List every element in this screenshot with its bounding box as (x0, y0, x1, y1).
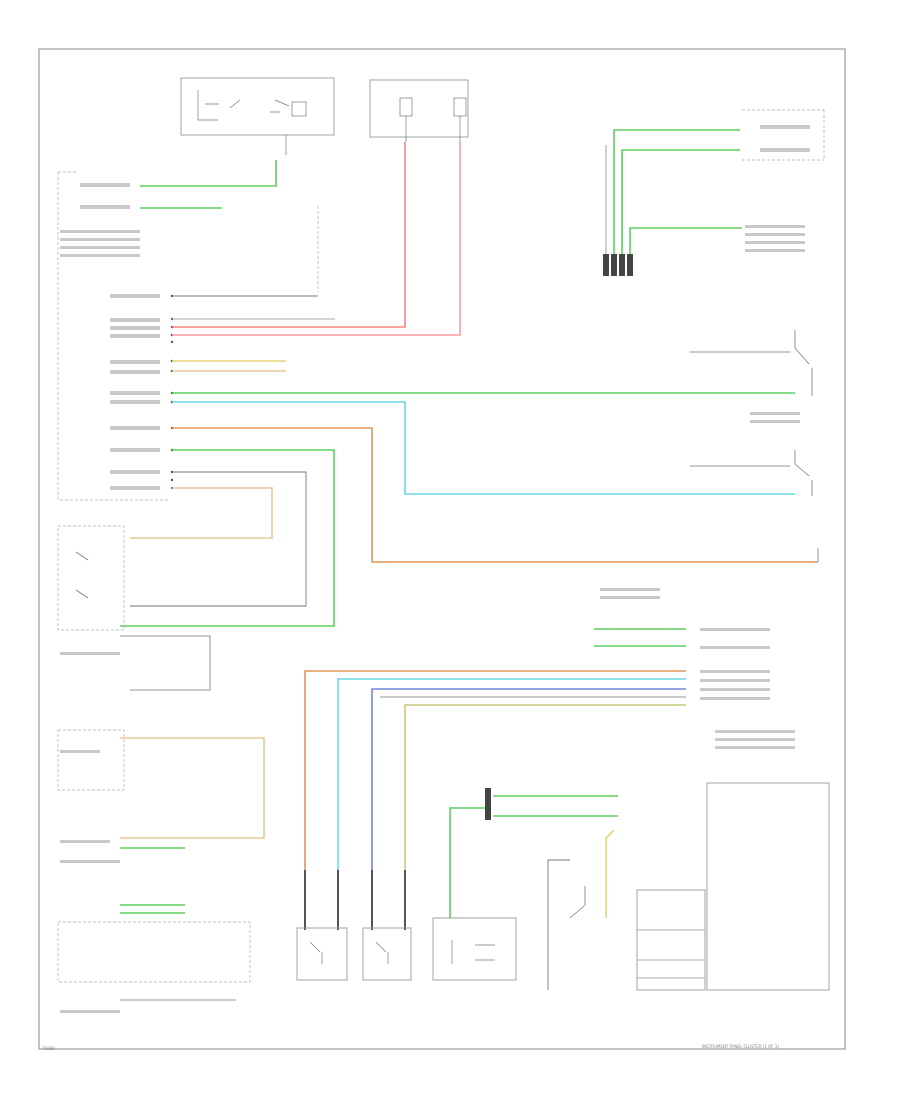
cluster-outline (57, 171, 170, 501)
switch-box-parking (432, 917, 517, 981)
fuse-left-internals (197, 90, 307, 121)
tr-box (742, 109, 825, 161)
wire-green-tr-1 (613, 129, 740, 272)
left-switch-1 (75, 551, 89, 599)
fuse-block-left (180, 77, 335, 136)
wire-green-top-1 (140, 160, 277, 187)
wire-green-tr-2 (621, 149, 740, 272)
left-dashed-box-1 (57, 525, 125, 631)
wire-tan-down (130, 487, 273, 539)
fuse-block-right (369, 79, 469, 138)
connector-bm (485, 788, 491, 820)
wire-green-tr-3 (629, 227, 742, 272)
connector-pins-left (170, 294, 174, 490)
wire-gray-brake (547, 859, 570, 990)
wire-green-down (120, 449, 335, 627)
cluster-box-right (706, 782, 830, 991)
wire-red-1 (172, 142, 406, 328)
label-placeholders (60, 125, 810, 1013)
brake-switch (569, 886, 586, 919)
switch-box-driver (362, 927, 412, 981)
switch-box-internals (309, 940, 495, 964)
switch-box-passenger (296, 927, 348, 981)
wire-ends-dark (304, 870, 406, 930)
wire-cyan-mid (337, 678, 686, 930)
diagram-frame (38, 48, 846, 1050)
wire-gray-2 (130, 471, 307, 607)
footer-left-text: 75688 (42, 1046, 55, 1051)
wire-red-2 (172, 142, 461, 336)
cluster-box-mid (636, 889, 706, 991)
footer-right-text: INSTRUMENT PANEL CLUSTER (1 OF 3) (702, 1044, 779, 1049)
left-dashed-box-3 (57, 921, 251, 983)
switch-right-1 (794, 330, 813, 396)
wire-blue-mid (371, 688, 686, 930)
wire-green-bm-1 (449, 807, 486, 918)
connector-tr (603, 254, 633, 276)
switch-right-2 (794, 450, 813, 496)
wire-cyan-long (172, 401, 795, 495)
wire-orange-long (172, 427, 818, 563)
wire-yellow-brake (605, 829, 615, 918)
wire-orange-mid (304, 670, 686, 930)
wire-olive-mid (404, 704, 686, 930)
fuse-right-internals (399, 97, 467, 142)
wire-tan-left-lower (120, 737, 265, 839)
wire-gray-lower (120, 635, 211, 691)
wire-green-pins (594, 628, 686, 647)
left-dashed-box-2 (57, 729, 125, 791)
